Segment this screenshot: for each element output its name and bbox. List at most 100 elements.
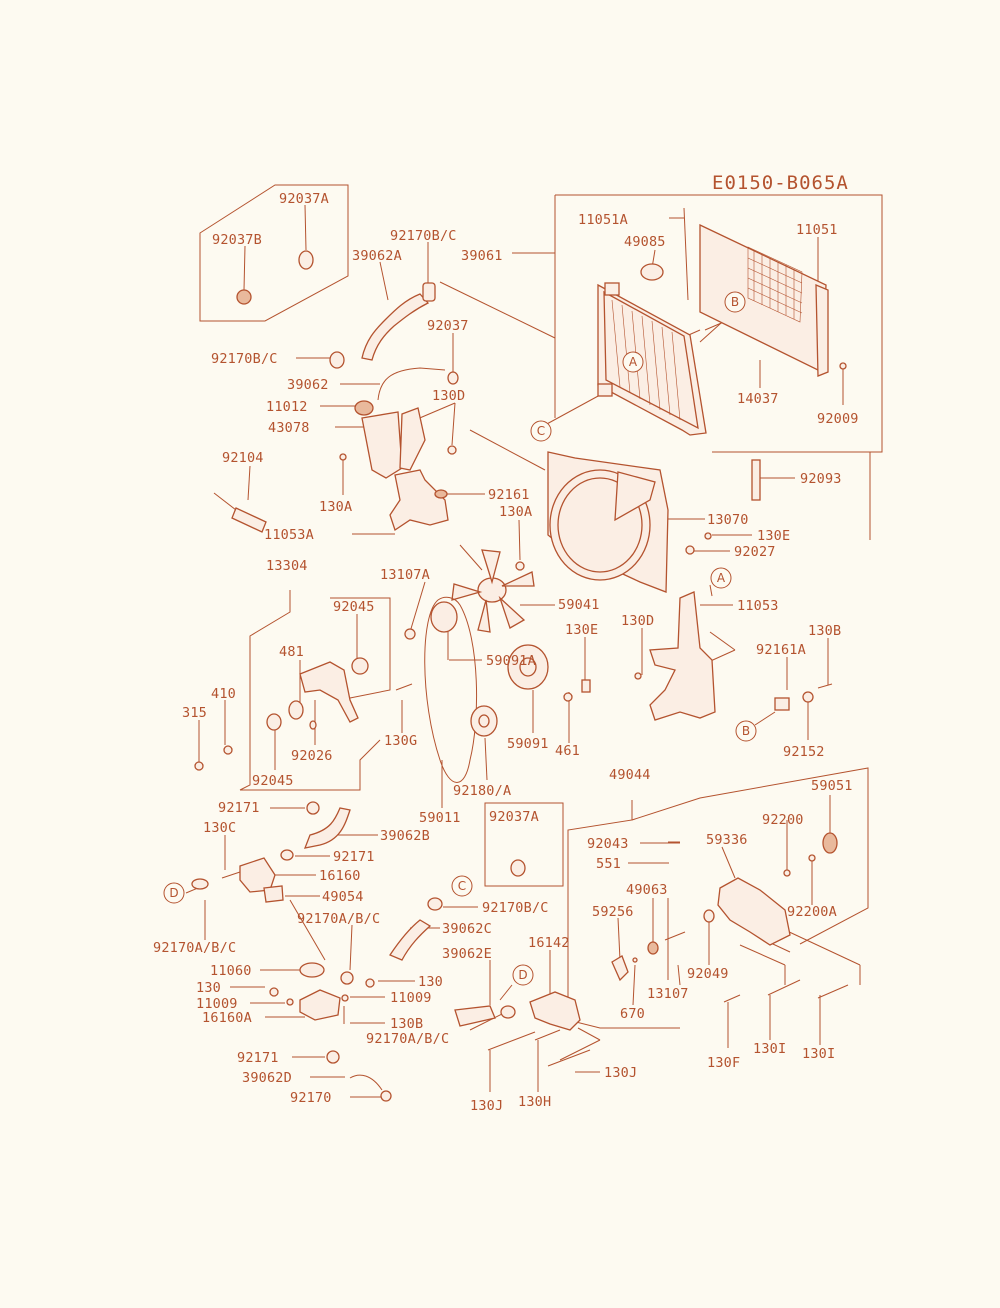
part-label: 670 bbox=[620, 1006, 645, 1022]
part-label: 92171 bbox=[237, 1050, 279, 1066]
part-label: 59011 bbox=[419, 810, 461, 826]
part-label: 130G bbox=[384, 733, 417, 749]
part-label: 130J bbox=[604, 1065, 637, 1081]
part-label: 13107 bbox=[647, 986, 689, 1002]
part-label: 92200A bbox=[787, 904, 837, 920]
part-labels: 92037A 92037B 92170B/C 39062A 39061 1105… bbox=[153, 191, 859, 1114]
part-illustrations bbox=[191, 207, 849, 1102]
part-label: 16160 bbox=[319, 868, 361, 884]
part-label: 92093 bbox=[800, 471, 842, 487]
part-label: 92170A/B/C bbox=[153, 940, 236, 956]
part-label: 39062 bbox=[287, 377, 329, 393]
callout-a-top bbox=[622, 351, 644, 373]
part-label: 11053 bbox=[737, 598, 779, 614]
part-label: 92037A bbox=[279, 191, 329, 207]
part-label: 92180/A bbox=[453, 783, 511, 799]
part-label: 59051 bbox=[811, 778, 853, 794]
diagram-code: E0150-B065A bbox=[712, 172, 849, 194]
part-label: 59041 bbox=[558, 597, 600, 613]
part-label: 315 bbox=[182, 705, 207, 721]
part-label: 11009 bbox=[196, 996, 238, 1012]
part-label: 92049 bbox=[687, 966, 729, 982]
part-label: 49063 bbox=[626, 882, 668, 898]
callout-d-lower bbox=[512, 964, 534, 986]
callout-a-top-letter: A bbox=[629, 355, 638, 369]
part-label: 92170B/C bbox=[211, 351, 278, 367]
callout-c-lower bbox=[451, 875, 473, 897]
part-label: 11051 bbox=[796, 222, 838, 238]
callout-d-left bbox=[163, 882, 185, 904]
part-label: 551 bbox=[596, 856, 621, 872]
part-label: 39061 bbox=[461, 248, 503, 264]
part-label: 130E bbox=[565, 622, 598, 638]
part-label: 13304 bbox=[266, 558, 308, 574]
part-label: 92171 bbox=[218, 800, 260, 816]
part-label: 92171 bbox=[333, 849, 375, 865]
part-label: 130D bbox=[432, 388, 465, 404]
callout-c-lower-letter: C bbox=[458, 879, 466, 893]
part-label: 92027 bbox=[734, 544, 776, 560]
part-label: 92170 bbox=[290, 1090, 332, 1106]
callout-d-left-letter: D bbox=[169, 886, 178, 900]
part-label: 92104 bbox=[222, 450, 264, 466]
part-label: 11051A bbox=[578, 212, 628, 228]
part-label: 130B bbox=[808, 623, 841, 639]
part-label: 39062E bbox=[442, 946, 492, 962]
part-label: 130J bbox=[470, 1098, 503, 1114]
group-frames bbox=[199, 184, 883, 1029]
part-label: 130A bbox=[499, 504, 532, 520]
part-label: 11060 bbox=[210, 963, 252, 979]
leader-lines bbox=[185, 204, 861, 1098]
part-label: 130E bbox=[757, 528, 790, 544]
part-label: 16160A bbox=[202, 1010, 252, 1026]
part-label: 11012 bbox=[266, 399, 308, 415]
part-label: 92170A/B/C bbox=[366, 1031, 449, 1047]
part-label: 14037 bbox=[737, 391, 779, 407]
callout-d-lower-letter: D bbox=[518, 968, 527, 982]
part-label: 92161 bbox=[488, 487, 530, 503]
callout-a-right bbox=[710, 567, 732, 589]
part-label: 92161A bbox=[756, 642, 806, 658]
part-label: 92045 bbox=[252, 773, 294, 789]
part-label: 59336 bbox=[706, 832, 748, 848]
part-label: 13070 bbox=[707, 512, 749, 528]
callout-b-right-letter: B bbox=[742, 724, 750, 738]
part-label: 39062A bbox=[352, 248, 402, 264]
part-label: 130I bbox=[753, 1041, 786, 1057]
part-label: 92045 bbox=[333, 599, 375, 615]
part-label: 130 bbox=[418, 974, 443, 990]
part-label: 130H bbox=[518, 1094, 551, 1110]
part-label: 43078 bbox=[268, 420, 310, 436]
part-label: 92170A/B/C bbox=[297, 911, 380, 927]
part-label: 461 bbox=[555, 743, 580, 759]
part-label: 59091A bbox=[486, 653, 536, 669]
part-label: 92037 bbox=[427, 318, 469, 334]
part-label: 92170B/C bbox=[482, 900, 549, 916]
part-label: 59091 bbox=[507, 736, 549, 752]
part-label: 49054 bbox=[322, 889, 364, 905]
part-label: 39062B bbox=[380, 828, 430, 844]
part-label: 481 bbox=[279, 644, 304, 660]
callout-b-top-letter: B bbox=[731, 295, 739, 309]
part-label: 16142 bbox=[528, 935, 570, 951]
part-label: 410 bbox=[211, 686, 236, 702]
part-label: 130F bbox=[707, 1055, 740, 1071]
part-label: 130B bbox=[390, 1016, 423, 1032]
part-label: 92037A bbox=[489, 809, 539, 825]
part-label: 130A bbox=[319, 499, 352, 515]
part-label: 11053A bbox=[264, 527, 314, 543]
callout-b-right bbox=[735, 720, 757, 742]
part-label: 92170B/C bbox=[390, 228, 457, 244]
part-label: 39062D bbox=[242, 1070, 292, 1086]
part-label: 92152 bbox=[783, 744, 825, 760]
part-label: 39062C bbox=[442, 921, 492, 937]
part-label: 49044 bbox=[609, 767, 651, 783]
part-label: 92026 bbox=[291, 748, 333, 764]
part-label: 92009 bbox=[817, 411, 859, 427]
part-label: 92200 bbox=[762, 812, 804, 828]
part-label: 130I bbox=[802, 1046, 835, 1062]
callout-a-right-letter: A bbox=[717, 571, 726, 585]
part-label: 13107A bbox=[380, 567, 430, 583]
